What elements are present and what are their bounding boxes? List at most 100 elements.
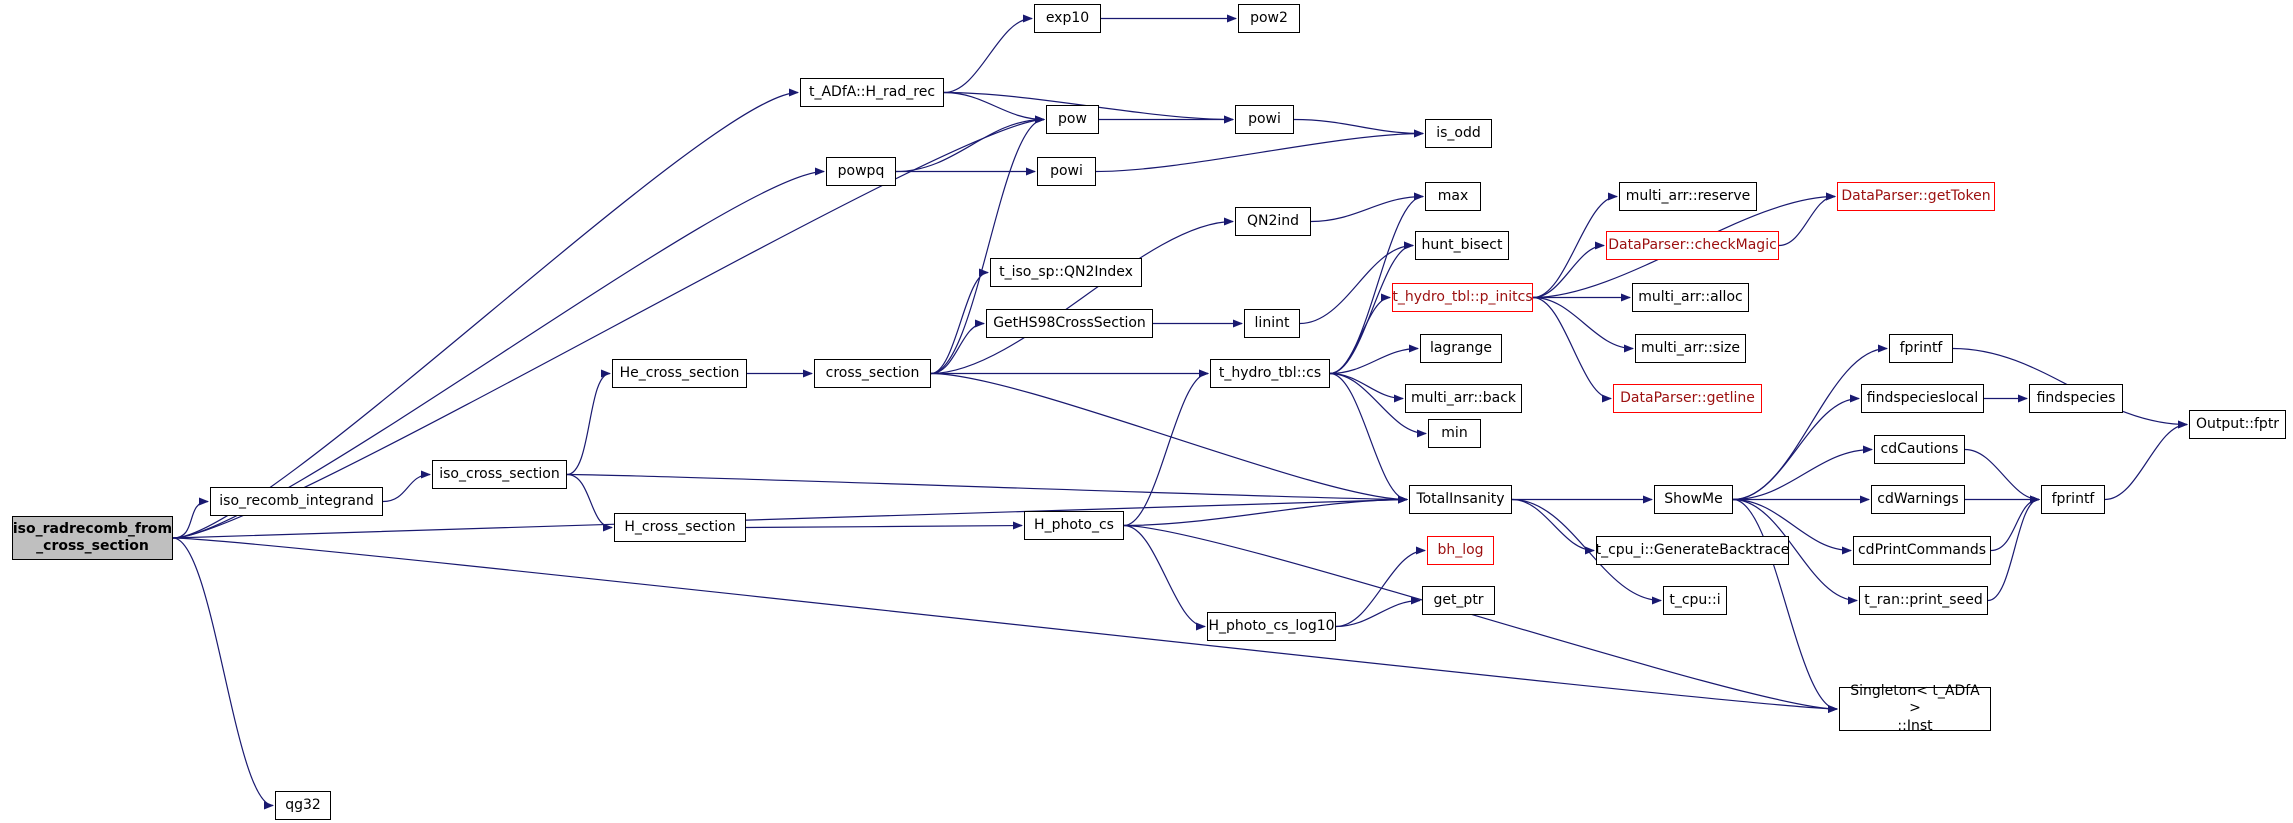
edge-h_photo_cs_log10-to-get_ptr — [1335, 596, 1421, 628]
graph-node-fprintf_b[interactable]: fprintf — [2041, 485, 2105, 514]
graph-node-cdprintcommands[interactable]: cdPrintCommands — [1853, 536, 1991, 565]
edge-cross_section-to-total_insanity — [930, 372, 1408, 504]
graph-node-pow2[interactable]: pow2 — [1238, 4, 1300, 33]
edge-showme-to-singleton_inst — [1732, 498, 1838, 713]
graph-node-label: cdWarnings — [1877, 490, 1959, 507]
graph-node-label: fprintf — [1899, 339, 1943, 356]
edge-showme-to-cdcautions — [1732, 445, 1873, 501]
edge-h_photo_cs-to-h_photo_cs_log10 — [1123, 524, 1206, 631]
graph-node-powi_a[interactable]: powi — [1037, 157, 1096, 186]
graph-node-multi_arr_back[interactable]: multi_arr::back — [1405, 384, 1522, 413]
graph-node-cross_section[interactable]: cross_section — [814, 359, 931, 388]
graph-node-cdcautions[interactable]: cdCautions — [1874, 435, 1965, 464]
graph-node-label: DataParser::checkMagic — [1608, 236, 1777, 253]
graph-node-multi_arr_alloc[interactable]: multi_arr::alloc — [1632, 283, 1749, 312]
graph-node-h_photo_cs_log10[interactable]: H_photo_cs_log10 — [1207, 612, 1336, 641]
edge-cross_section-to-qn2ind — [930, 217, 1234, 375]
graph-node-he_cross_section[interactable]: He_cross_section — [612, 359, 747, 388]
graph-node-main[interactable]: iso_radrecomb_from _cross_section — [12, 516, 173, 560]
edge-powi_b-to-is_odd — [1293, 118, 1424, 138]
graph-node-hunt_bisect[interactable]: hunt_bisect — [1415, 231, 1509, 260]
graph-node-qn2ind[interactable]: QN2ind — [1235, 207, 1311, 236]
graph-node-cdwarnings[interactable]: cdWarnings — [1871, 485, 1965, 514]
edge-main-to-singleton_inst — [172, 537, 1838, 713]
graph-node-label: t_ADfA::H_rad_rec — [808, 83, 936, 100]
edge-hydro_cs-to-lagrange — [1329, 344, 1419, 375]
graph-node-multi_arr_size[interactable]: multi_arr::size — [1635, 334, 1746, 363]
graph-node-label: qg32 — [285, 796, 321, 813]
graph-node-p_initcs[interactable]: t_hydro_tbl::p_initcs — [1392, 283, 1533, 312]
edge-check_magic-to-get_token — [1778, 192, 1836, 247]
edge-h_photo_cs_log10-to-bh_log — [1335, 546, 1426, 628]
graph-node-label: H_photo_cs_log10 — [1208, 617, 1335, 634]
graph-node-label: iso_radrecomb_from _cross_section — [12, 520, 173, 555]
graph-node-powi_b[interactable]: powi — [1235, 105, 1294, 134]
graph-node-powpq[interactable]: powpq — [826, 157, 896, 186]
graph-node-label: t_cpu_i::GenerateBacktrace — [1595, 541, 1790, 558]
edge-cross_section-to-qn2index — [930, 268, 989, 375]
graph-node-iso_cross_section[interactable]: iso_cross_section — [432, 460, 567, 489]
edge-hydro_cs-to-p_initcs — [1329, 293, 1391, 375]
edge-iso_cross_section-to-h_cross_section — [566, 473, 613, 532]
graph-node-label: iso_cross_section — [439, 465, 560, 482]
graph-node-label: min — [1441, 424, 1468, 441]
graph-node-label: powi — [1050, 162, 1083, 179]
graph-node-label: get_ptr — [1433, 591, 1484, 608]
graph-node-label: max — [1437, 187, 1469, 204]
edge-qn2ind-to-max — [1310, 192, 1424, 223]
edge-h_rad_rec-to-exp10 — [943, 14, 1033, 94]
graph-node-label: lagrange — [1429, 339, 1493, 356]
graph-node-label: powpq — [837, 162, 885, 179]
graph-node-generate_backtrace[interactable]: t_cpu_i::GenerateBacktrace — [1596, 536, 1789, 565]
graph-node-label: hunt_bisect — [1421, 236, 1503, 253]
graph-node-geths98[interactable]: GetHS98CrossSection — [986, 309, 1153, 338]
graph-node-linint[interactable]: linint — [1244, 309, 1300, 338]
graph-node-t_cpu_i[interactable]: t_cpu::i — [1663, 586, 1727, 615]
graph-node-getline[interactable]: DataParser::getline — [1613, 384, 1762, 413]
graph-node-h_photo_cs[interactable]: H_photo_cs — [1024, 511, 1124, 540]
graph-node-label: pow2 — [1250, 9, 1288, 26]
graph-node-total_insanity[interactable]: TotalInsanity — [1409, 485, 1512, 514]
edge-cdprintcommands-to-fprintf_b — [1990, 495, 2040, 552]
graph-node-findspecieslocal[interactable]: findspecieslocal — [1861, 384, 1984, 413]
graph-node-label: GetHS98CrossSection — [993, 314, 1146, 331]
graph-node-label: t_ran::print_seed — [1864, 591, 1983, 608]
graph-node-label: bh_log — [1437, 541, 1484, 558]
edge-p_initcs-to-check_magic — [1532, 241, 1605, 299]
graph-node-label: t_iso_sp::QN2Index — [999, 263, 1133, 280]
graph-node-is_odd[interactable]: is_odd — [1425, 119, 1492, 148]
graph-node-output_fptr[interactable]: Output::fptr — [2189, 410, 2286, 439]
graph-node-h_cross_section[interactable]: H_cross_section — [614, 513, 746, 542]
graph-node-label: powi — [1248, 110, 1281, 127]
graph-node-findspecies[interactable]: findspecies — [2029, 384, 2123, 413]
graph-node-label: Output::fptr — [2195, 415, 2280, 432]
edge-iso_cross_section-to-total_insanity — [566, 473, 1408, 504]
graph-node-get_ptr[interactable]: get_ptr — [1422, 586, 1495, 615]
graph-node-print_seed[interactable]: t_ran::print_seed — [1859, 586, 1988, 615]
graph-node-lagrange[interactable]: lagrange — [1420, 334, 1502, 363]
graph-node-label: DataParser::getline — [1620, 389, 1755, 406]
graph-node-max[interactable]: max — [1425, 182, 1481, 211]
graph-node-label: findspecieslocal — [1866, 389, 1979, 406]
graph-node-showme[interactable]: ShowMe — [1654, 485, 1733, 514]
graph-node-label: He_cross_section — [619, 364, 740, 381]
edge-main-to-iso_recomb_integrand — [172, 497, 209, 539]
edge-print_seed-to-fprintf_b — [1987, 495, 2040, 602]
graph-node-qn2index[interactable]: t_iso_sp::QN2Index — [990, 258, 1142, 287]
graph-node-singleton_inst[interactable]: Singleton< t_ADfA > ::Inst — [1839, 683, 1991, 734]
graph-node-pow[interactable]: pow — [1046, 105, 1099, 134]
graph-node-qg32[interactable]: qg32 — [275, 791, 331, 820]
graph-node-iso_recomb_integrand[interactable]: iso_recomb_integrand — [210, 487, 383, 516]
graph-node-label: multi_arr::size — [1641, 339, 1740, 356]
edge-h_rad_rec-to-pow — [943, 91, 1045, 124]
graph-node-bh_log[interactable]: bh_log — [1427, 536, 1494, 565]
graph-node-fprintf_a[interactable]: fprintf — [1889, 334, 1953, 363]
graph-node-h_rad_rec[interactable]: t_ADfA::H_rad_rec — [800, 78, 944, 107]
graph-node-check_magic[interactable]: DataParser::checkMagic — [1606, 231, 1779, 260]
graph-node-min[interactable]: min — [1428, 419, 1481, 448]
graph-node-get_token[interactable]: DataParser::getToken — [1837, 182, 1995, 211]
graph-node-multi_arr_reserve[interactable]: multi_arr::reserve — [1619, 182, 1757, 211]
graph-node-hydro_cs[interactable]: t_hydro_tbl::cs — [1210, 359, 1330, 388]
graph-node-exp10[interactable]: exp10 — [1034, 4, 1101, 33]
